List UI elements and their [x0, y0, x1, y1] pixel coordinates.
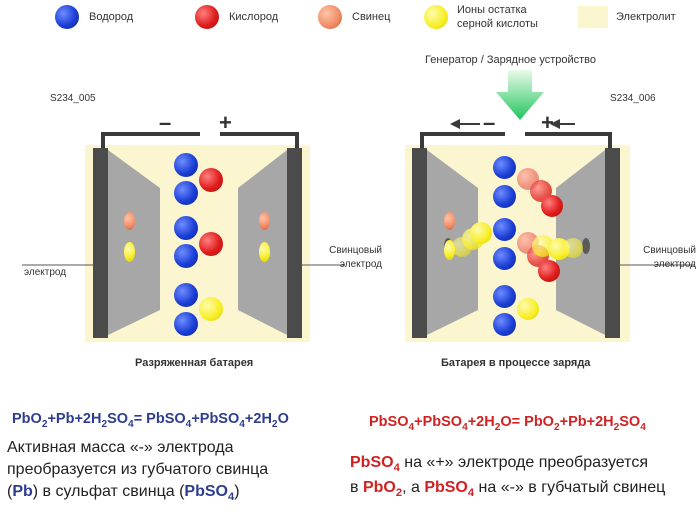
hydrogen-atom [493, 313, 516, 336]
hydrogen-atom [493, 185, 516, 208]
charge-equation: PbSO4+PbSO4+2H2O= PbO2+Pb+2H2SO4 [369, 414, 646, 433]
electrolyte-legend-swatch [578, 6, 608, 28]
legend-sulfate-ions: Ионы остатка серной кислоты [457, 4, 538, 30]
generator-label: Генератор / Зарядное устройство [425, 54, 597, 66]
oxygen-atom [199, 232, 223, 256]
left-electrode-label: электрод [24, 267, 67, 278]
right-plus-sign: + [541, 110, 554, 135]
hydrogen-atom [174, 181, 198, 205]
hydrogen-legend-ball [55, 5, 79, 29]
left-figure-code: S234_005 [50, 93, 96, 104]
hydrogen-atom [493, 156, 516, 179]
legend-electrolyte: Электролит [616, 11, 676, 23]
legend-oxygen: Кислород [229, 11, 279, 23]
sulfate-ion [444, 240, 455, 260]
left-text-line2: преобразуется из губчатого свинца [7, 461, 269, 478]
hydrogen-atom [493, 285, 516, 308]
left-minus-sign: – [159, 110, 172, 135]
pb-term: Pb [12, 483, 33, 500]
hydrogen-atom [493, 247, 516, 270]
sulfate-ion [470, 222, 492, 244]
oxygen-atom [199, 168, 223, 192]
right-figure-code: S234_006 [610, 93, 656, 104]
left-text-line3: (Pb) в сульфат свинца (PbSO4) [7, 481, 240, 508]
left-text-line1: Активная масса «-» электрода [7, 439, 234, 456]
right-text-line1: PbSO4 на «+» электроде преобразуется [350, 452, 648, 479]
charge-arrow-icon [496, 70, 544, 120]
sulfate-ion [199, 297, 223, 321]
oxygen-legend-ball [195, 5, 219, 29]
left-caption: Разряженная батарея [135, 357, 254, 369]
hydrogen-atom [174, 244, 198, 268]
right-text-line2: в PbO2, а PbSO4 на «-» в губчатый свинец [350, 477, 665, 504]
sulfate-ion [563, 238, 583, 258]
text-part: ) в сульфат свинца ( [32, 483, 185, 500]
right-caption: Батарея в процессе заряда [441, 357, 591, 369]
hydrogen-atom [174, 153, 198, 177]
hydrogen-atom [174, 312, 198, 336]
left-plus-sign: + [219, 110, 232, 135]
left-right-electrode-label: Свинцовый электрод [329, 245, 382, 270]
hydrogen-atom [174, 283, 198, 307]
hydrogen-atom [174, 216, 198, 240]
right-electrode-label: Свинцовый электрод [643, 245, 696, 270]
lead-atom [444, 212, 455, 230]
legend-lead: Свинец [352, 11, 391, 23]
pbso4-term: PbSO4 [184, 483, 235, 504]
text-part: на «-» в губчатый свинец [474, 479, 666, 496]
sulfate-legend-ball [424, 5, 448, 29]
oxygen-atom [541, 195, 563, 217]
lead-atom [259, 212, 270, 230]
legend-hydrogen: Водород [89, 11, 134, 23]
discharge-equation: PbO2+Pb+2H2SO4= PbSO4+PbSO4+2H2O [12, 411, 289, 430]
pbso4-term: PbSO4 [424, 479, 475, 500]
pbso4-term: PbSO4 [350, 454, 400, 475]
left-battery-diagram [22, 132, 345, 342]
text-part: ) [234, 483, 240, 500]
sulfate-ion [259, 242, 270, 262]
lead-legend-ball [318, 5, 342, 29]
text-part: , а [402, 479, 425, 496]
right-minus-sign: – [483, 110, 496, 135]
pbo2-term: PbO2 [362, 479, 403, 500]
sulfate-ion [517, 298, 539, 320]
text-part: на «+» электроде преобразуется [399, 454, 648, 471]
text-part: ( [7, 483, 13, 500]
text-part: в [350, 479, 363, 496]
hydrogen-atom [493, 218, 516, 241]
lead-atom [124, 212, 135, 230]
oxygen-atom [538, 260, 560, 282]
sulfate-ion [124, 242, 135, 262]
